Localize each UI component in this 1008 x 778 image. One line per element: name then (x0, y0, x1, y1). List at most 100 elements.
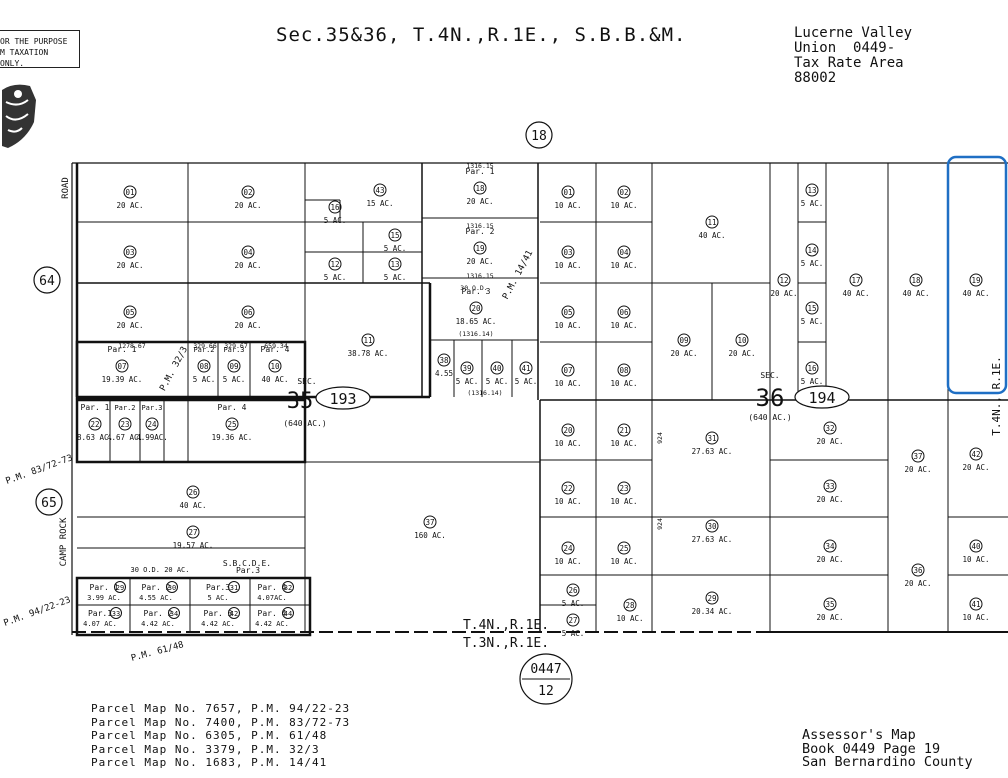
parcel-acreage: 5 AC. (486, 377, 509, 386)
parcel-acreage: 10 AC. (554, 201, 581, 210)
parcel-number-circle (705, 591, 719, 605)
parcel-number: 33 (825, 482, 834, 491)
parcel-acreage: 20 AC. (670, 349, 697, 358)
dimension-label: 1316.15 (466, 162, 493, 170)
footer-line-1: Assessor's Map (802, 727, 916, 743)
parcel-number-circle (623, 598, 637, 612)
parcel-acreage: 20 AC. (962, 463, 989, 472)
parcel-number-circle (123, 305, 137, 319)
parcel-number-circle (490, 361, 504, 375)
parcel-acreage: 10 AC. (554, 321, 581, 330)
parcel-number-circle (145, 417, 159, 431)
parcel-number: 02 (619, 188, 628, 197)
road-label: ROAD (61, 177, 71, 199)
parcel-number-circle (227, 359, 241, 373)
parcel-acreage: 10 AC. (616, 614, 643, 623)
parcel-acreage: 4.42 AC. (201, 620, 235, 628)
parcel-number-circle (617, 423, 631, 437)
parcel-number: 24 (563, 544, 573, 553)
parcel-number-circle (617, 363, 631, 377)
parcel-acreage: 20 AC. (234, 261, 261, 270)
parcel-number: 32 (284, 584, 292, 592)
parcel-number: 15 (390, 231, 399, 240)
parcel-map-ref: P.M. 61/48 (130, 640, 185, 664)
parcel-acreage: 40 AC. (698, 231, 725, 240)
township-label: T.3N.,R.1E. (463, 636, 549, 651)
parcel-number: 02 (243, 188, 252, 197)
parcel-number: 32 (825, 424, 834, 433)
parcel-acreage: 40 AC. (261, 375, 288, 384)
parcel-designation: Par. 1 (466, 167, 495, 176)
parcel-number: 15 (807, 304, 816, 313)
parcel-number: 22 (563, 484, 572, 493)
section-number: 35 (287, 389, 314, 414)
parcel-number-circle (241, 305, 255, 319)
dimension-label: 329.66 (193, 342, 217, 350)
parcel-acreage: 5 AC. (801, 317, 824, 326)
parcel-acreage: 4.42 AC. (141, 620, 175, 628)
parcel-acreage: 10 AC. (554, 439, 581, 448)
parcel-number-circle (705, 215, 719, 229)
parcel-acreage: 10 AC. (610, 439, 637, 448)
dimension-label: 1316.15 (466, 222, 493, 230)
parcel-map-entry: Parcel Map No. 7400, P.M. 83/72-73 (91, 715, 351, 729)
parcel-number: 11 (363, 336, 372, 345)
parcel-acreage: 4.67 AC. (107, 433, 143, 442)
parcel-designation: Par. 2 (142, 583, 171, 592)
parcel-acreage: 8.63 AC. (77, 433, 113, 442)
parcel-number-circle (241, 185, 255, 199)
parcel-number: 26 (188, 488, 198, 497)
parcel-number-circle (388, 257, 402, 271)
book-page-number: 193 (329, 390, 356, 408)
parcel-number-circle (114, 581, 126, 593)
township-label: T.4N.,R.1E. (463, 618, 549, 633)
parcel-number: 04 (243, 248, 253, 257)
parcel-number: 10 (737, 336, 747, 345)
easement-label: S.B.C.D.E. (223, 559, 271, 568)
book-ref: 0449- (853, 40, 896, 56)
parcel-acreage: 4.07 AC. (83, 620, 117, 628)
parcel-number: 12 (330, 260, 339, 269)
parcel-number-circle (677, 333, 691, 347)
parcel-number-circle (561, 363, 575, 377)
parcel-number: 11 (707, 218, 716, 227)
parcel-acreage: 40 AC. (179, 501, 206, 510)
parcel-number-circle (805, 361, 819, 375)
parcel-map-ref: P.M. 83/72-73 (5, 453, 75, 486)
parcel-designation: Par. 1 (108, 345, 137, 354)
parcel-number: 17 (851, 276, 860, 285)
parcel-number: 05 (125, 308, 134, 317)
parcel-acreage: 4.99AC. (136, 433, 168, 442)
parcel-number: 19 (971, 276, 980, 285)
footer-line-2: Book 0449 Page 19 (802, 740, 941, 757)
parcel-acreage: 20 AC. (816, 613, 843, 622)
parcel-designation: Par. 2 (144, 609, 173, 618)
parcel-number: 01 (125, 188, 134, 197)
parcel-number: 34 (825, 542, 835, 551)
parcel-number: 29 (116, 584, 124, 592)
section-number: 36 (756, 384, 785, 412)
tax-rate-area-block: Lucerne Valley Union 0449- Tax Rate Area… (794, 26, 1008, 86)
parcel-acreage: 10 AC. (610, 261, 637, 270)
parcel-acreage: 4.42 AC. (255, 620, 289, 628)
parcel-number-circle (423, 515, 437, 529)
parcel-number-circle (123, 185, 137, 199)
parcel-designation: Par. 4 (258, 583, 287, 592)
parcel-number: 35 (825, 600, 834, 609)
parcel-number-circle (969, 273, 983, 287)
parcel-number-circle (88, 417, 102, 431)
parcel-number: 27 (568, 616, 577, 625)
parcel-number: 23 (120, 420, 129, 429)
parcel-number: 09 (229, 362, 238, 371)
parcel-designation: Par. 4 (258, 609, 287, 618)
parcel-number: 28 (625, 601, 635, 610)
parcel-number-circle (823, 597, 837, 611)
parcel-designation: Par.3 (236, 566, 260, 575)
parcel-number: 01 (563, 188, 572, 197)
parcel-number-circle (777, 273, 791, 287)
dimension-label: 1278.67 (118, 342, 145, 350)
parcel-number: 41 (971, 600, 980, 609)
parcel-designation: Par. 1 (90, 583, 119, 592)
page-reference-circle (33, 266, 61, 294)
parcel-number: 07 (117, 362, 126, 371)
